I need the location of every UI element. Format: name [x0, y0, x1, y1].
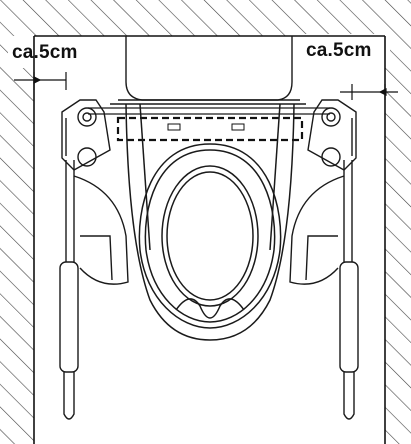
mounting-plate-dashed: [116, 116, 304, 142]
dimension-left: [14, 72, 67, 90]
gap-label-right: ca.5cm: [306, 40, 372, 61]
toilet-bowl: [125, 103, 295, 341]
gap-label-left: ca.5cm: [12, 42, 78, 63]
cross-bar: [88, 107, 330, 115]
toilet-seat: [138, 143, 282, 329]
dimension-right: [340, 84, 398, 100]
right-bracket: [289, 99, 359, 420]
cistern: [110, 36, 306, 105]
left-bracket: [59, 99, 129, 420]
